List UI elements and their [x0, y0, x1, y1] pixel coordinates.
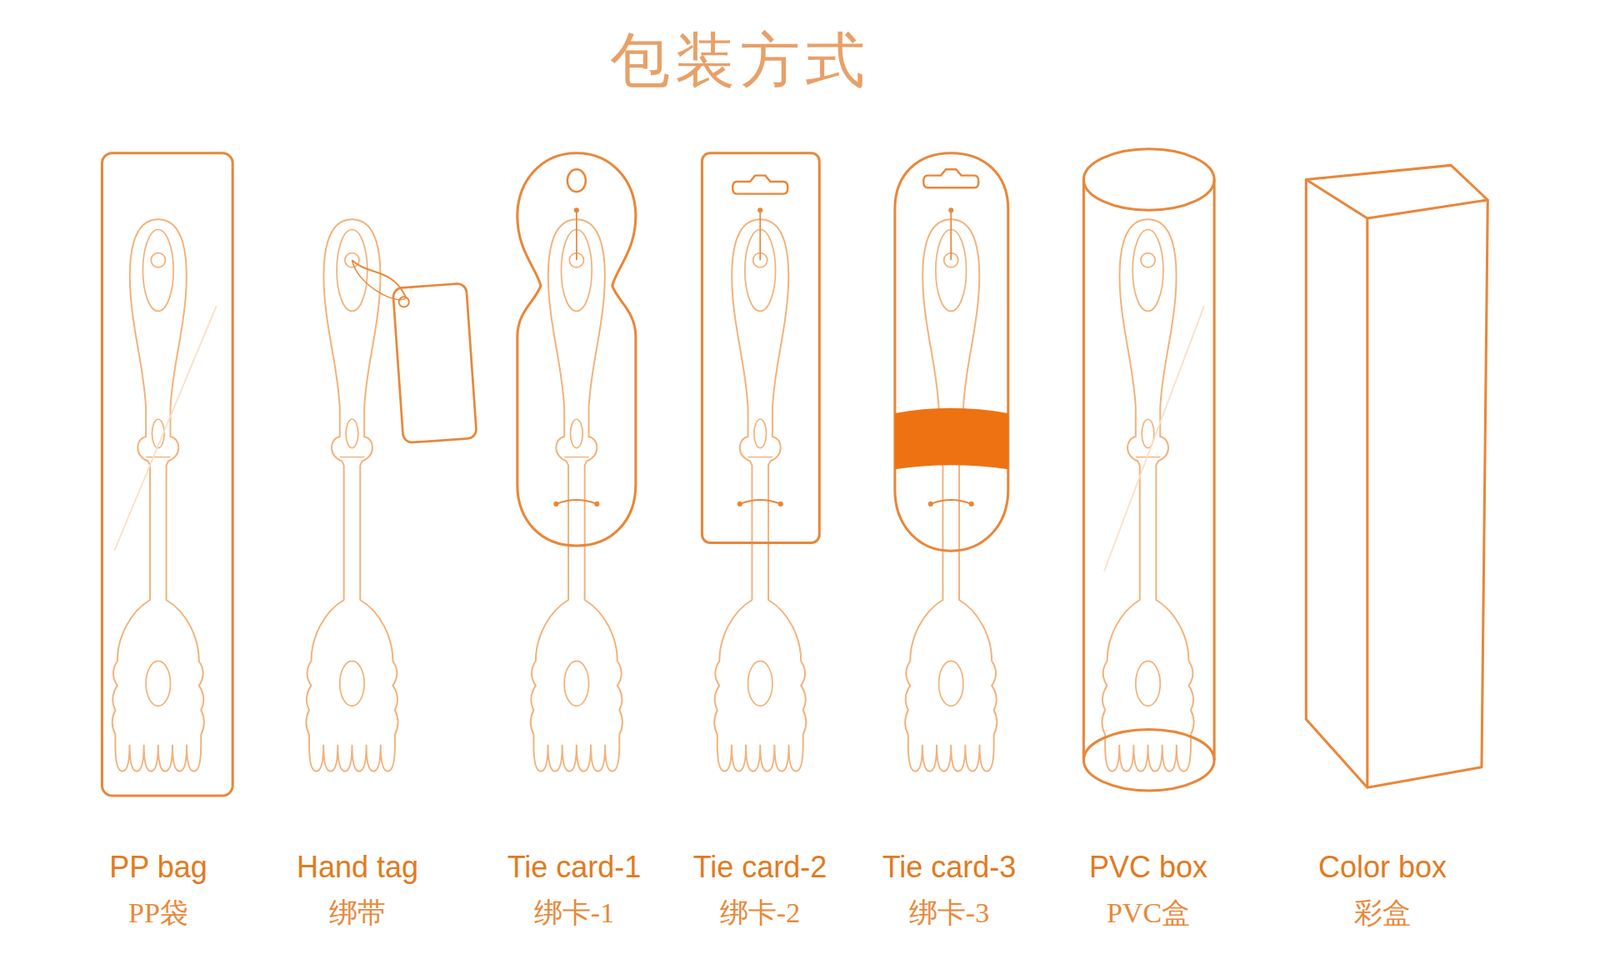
spoon-figure: [905, 219, 997, 771]
box-gloss: [1104, 305, 1205, 571]
pvc-cylinder: [1083, 149, 1215, 791]
tag-string: [351, 260, 406, 300]
spoon-figure: [714, 219, 806, 771]
package-name: PVC box: [1089, 850, 1208, 885]
package-name: Tie card-1: [507, 850, 642, 885]
hang-hole: [567, 169, 586, 192]
package-name-zh: PVC盒: [1106, 894, 1190, 933]
tie-wires: [553, 207, 600, 507]
hand-tag: [392, 283, 477, 444]
tie-wires: [928, 207, 975, 507]
bag-gloss: [114, 305, 216, 551]
package-name-zh: 绑卡-1: [534, 894, 615, 933]
hanger-slot: [923, 169, 979, 188]
tie-card: [895, 153, 1009, 552]
package-name: Hand tag: [296, 850, 419, 885]
package-name-zh: PP袋: [128, 894, 189, 933]
package-name-zh: 绑卡-2: [720, 894, 800, 933]
package-name: Tie card-3: [882, 850, 1017, 885]
hanger-slot: [732, 175, 788, 195]
package-name: Color box: [1318, 850, 1447, 885]
package-name: PP bag: [109, 850, 207, 885]
spoon-figure: [530, 219, 623, 771]
tie-card: [701, 153, 820, 544]
package-name-zh: 彩盒: [1354, 894, 1411, 933]
card-band: [895, 408, 1009, 470]
tie-card: [517, 153, 636, 546]
spoon-figure: [112, 219, 205, 771]
tie-wires: [737, 207, 784, 507]
page-title: 包装方式: [610, 20, 870, 101]
package-name-zh: 绑带: [329, 894, 386, 933]
spoon-figure: [305, 219, 398, 771]
spoon-figure: [1101, 219, 1194, 771]
pp-bag: [101, 153, 233, 796]
package-name: Tie card-2: [693, 850, 828, 885]
package-name-zh: 绑卡-3: [909, 894, 990, 933]
color-box: [1305, 165, 1488, 788]
